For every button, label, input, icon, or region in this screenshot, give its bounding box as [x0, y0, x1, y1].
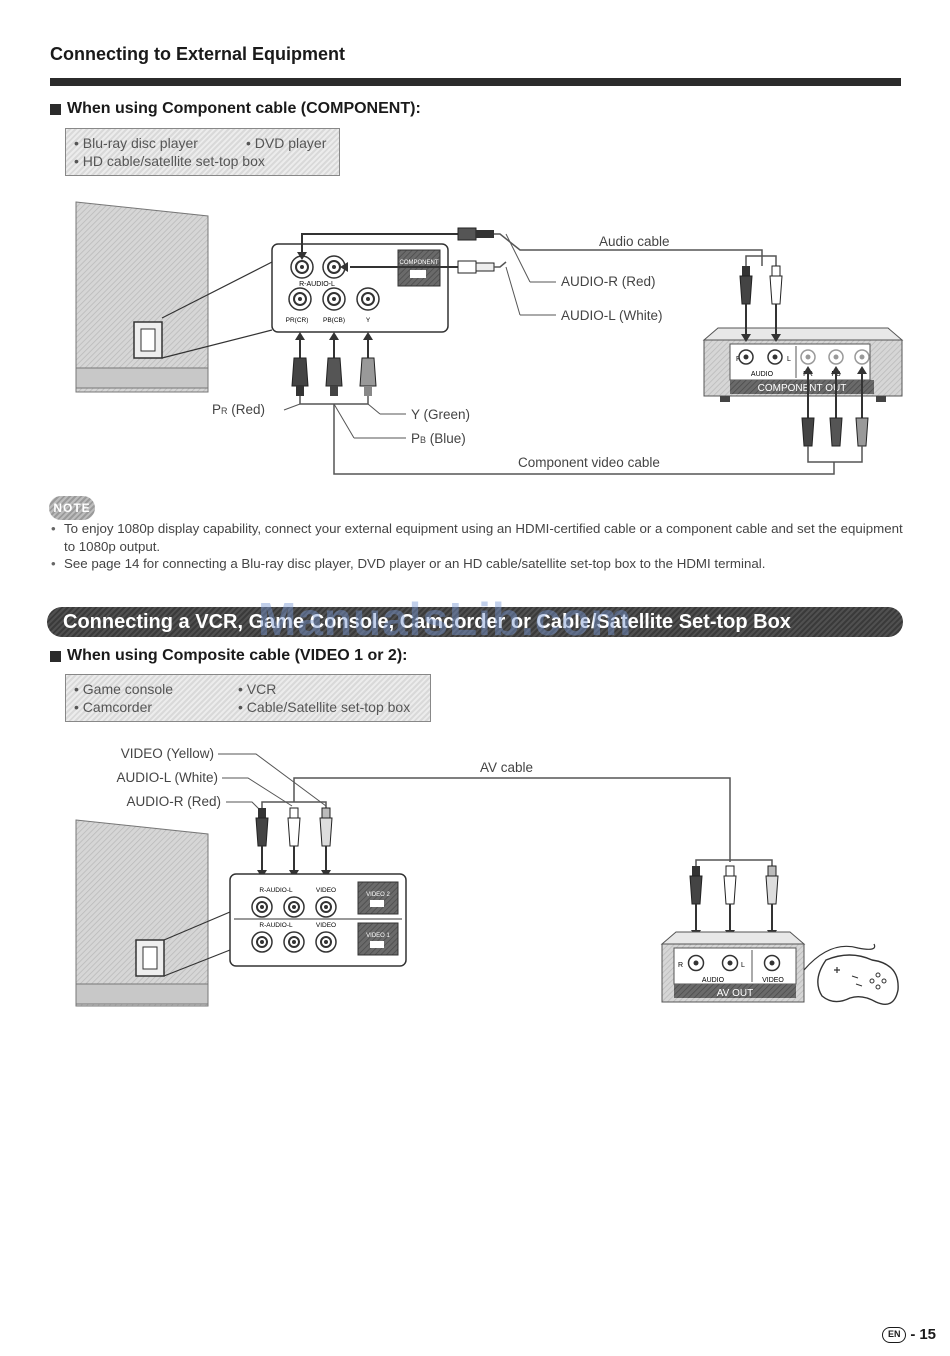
device-item: • Camcorder — [74, 699, 153, 715]
av-l-label: L — [741, 962, 745, 969]
component-video-cable-label: Component video cable — [518, 455, 660, 470]
composite-connection-diagram: VIDEO (Yellow) AUDIO-L (White) AUDIO-R (… — [75, 746, 899, 1007]
device-row: • Blu-ray disc player • DVD player — [74, 134, 331, 152]
tv-component-terminal-panel: COMPONENT R-AUDIO-L PR(CR) PB(CB) Y — [271, 243, 449, 333]
pr-red-label: PR (Red) — [212, 402, 265, 417]
video-yellow-label: VIDEO (Yellow) — [121, 746, 214, 761]
pb-blue-label: PB (Blue) — [411, 431, 466, 446]
av-video-label: VIDEO — [762, 977, 784, 984]
av-audio-label: AUDIO — [702, 977, 725, 984]
tv-video-label-v1: VIDEO — [316, 922, 336, 929]
composite-section-heading: When using Composite cable (VIDEO 1 or 2… — [50, 647, 407, 665]
component-tag: COMPONENT — [400, 260, 439, 266]
audio-r-label: AUDIO-R (Red) — [561, 274, 656, 289]
note-item: See page 14 for connecting a Blu-ray dis… — [50, 555, 905, 573]
composite-heading-text: When using Composite cable (VIDEO 1 or 2… — [67, 647, 408, 664]
page-header: Connecting to External Equipment — [50, 44, 346, 64]
device-l-label: L — [787, 356, 791, 363]
tv-back-illustration — [75, 819, 231, 1007]
tv-back-illustration — [75, 201, 273, 393]
device-item: • HD cable/satellite set-top box — [74, 153, 265, 169]
note-list: To enjoy 1080p display capability, conne… — [50, 520, 905, 573]
component-out-label: COMPONENT OUT — [758, 383, 847, 394]
note-item: To enjoy 1080p display capability, conne… — [50, 520, 905, 555]
tv-jack-v1-audio-l — [283, 931, 305, 953]
component-connection-diagram: COMPONENT R-AUDIO-L PR(CR) PB(CB) Y Audi… — [75, 201, 904, 475]
composite-plugs-device — [689, 859, 779, 938]
composite-device-list: • Game console • VCR • Camcorder • Cable… — [65, 674, 431, 722]
tv-pr-label: PR(CR) — [286, 317, 309, 324]
language-badge-icon: EN — [882, 1326, 907, 1343]
tv-jack-v1-audio-r — [251, 931, 273, 953]
audio-r-red-label: AUDIO-R (Red) — [126, 794, 221, 809]
tv-y-label: Y — [366, 317, 371, 324]
note-badge: NOTE — [49, 496, 95, 520]
device-row: • HD cable/satellite set-top box — [74, 152, 331, 170]
tv-audio-label-v2: R-AUDIO-L — [259, 887, 293, 894]
av-cable-label: AV cable — [480, 760, 533, 775]
av-source-device: AV OUT R L AUDIO VIDEO — [660, 931, 876, 1003]
tv-jack-v1-video — [315, 931, 337, 953]
heading-square-icon — [50, 650, 61, 662]
device-row: • Game console • VCR — [74, 680, 422, 698]
device-r-label: R — [736, 356, 741, 363]
component-heading-text: When using Component cable (COMPONENT): — [67, 100, 421, 117]
page-number-value: 15 — [919, 1326, 936, 1343]
section-banner: Connecting a VCR, Game Console, Camcorde… — [47, 607, 903, 637]
av-r-label: R — [678, 962, 683, 969]
device-row: • Camcorder • Cable/Satellite set-top bo… — [74, 698, 422, 716]
tv-jack-y — [356, 287, 380, 311]
component-video-plugs-tv — [283, 332, 835, 475]
tv-video-label-v2: VIDEO — [316, 887, 336, 894]
page-number-separator: - — [910, 1326, 916, 1343]
tv-jack-v2-audio-r — [251, 896, 273, 918]
component-video-plugs-device — [801, 366, 869, 463]
component-section-heading: When using Component cable (COMPONENT): — [50, 100, 421, 118]
device-audio-label: AUDIO — [751, 371, 774, 378]
audio-l-label: AUDIO-L (White) — [561, 308, 663, 323]
video1-tag: VIDEO 1 — [366, 933, 390, 939]
page-number: EN - 15 — [882, 1326, 936, 1343]
game-controller-icon — [817, 954, 899, 1005]
device-item: • Game console — [74, 681, 174, 697]
tv-jack-pr — [288, 287, 312, 311]
device-item: • VCR — [238, 681, 277, 697]
watermark: ManualsLib.com — [258, 593, 633, 645]
tv-jack-pb — [322, 287, 346, 311]
tv-jack-v2-video — [315, 896, 337, 918]
audio-l-white-label: AUDIO-L (White) — [116, 770, 218, 785]
device-item: • DVD player — [246, 135, 327, 151]
component-source-device: COMPONENT OUT R L AUDIO PR PB Y — [702, 327, 904, 402]
tv-audio-label: R-AUDIO-L — [299, 281, 335, 288]
audio-plugs-device — [739, 255, 783, 342]
video2-tag: VIDEO 2 — [366, 892, 390, 898]
audio-cable-label: Audio cable — [599, 234, 670, 249]
y-green-label: Y (Green) — [411, 407, 470, 422]
composite-plugs-tv — [255, 807, 333, 878]
tv-audio-label-v1: R-AUDIO-L — [259, 922, 293, 929]
component-device-list: • Blu-ray disc player • DVD player • HD … — [65, 128, 340, 176]
header-rule — [50, 78, 901, 86]
heading-square-icon — [50, 103, 61, 115]
av-out-label: AV OUT — [717, 988, 753, 999]
device-item: • Cable/Satellite set-top box — [238, 699, 411, 715]
device-item: • Blu-ray disc player — [74, 135, 198, 151]
tv-jack-v2-audio-l — [283, 896, 305, 918]
tv-composite-terminal-panel: R-AUDIO-L VIDEO R-AUDIO-L VIDEO VIDEO 2 … — [229, 873, 407, 967]
tv-pb-label: PB(CB) — [323, 317, 345, 324]
